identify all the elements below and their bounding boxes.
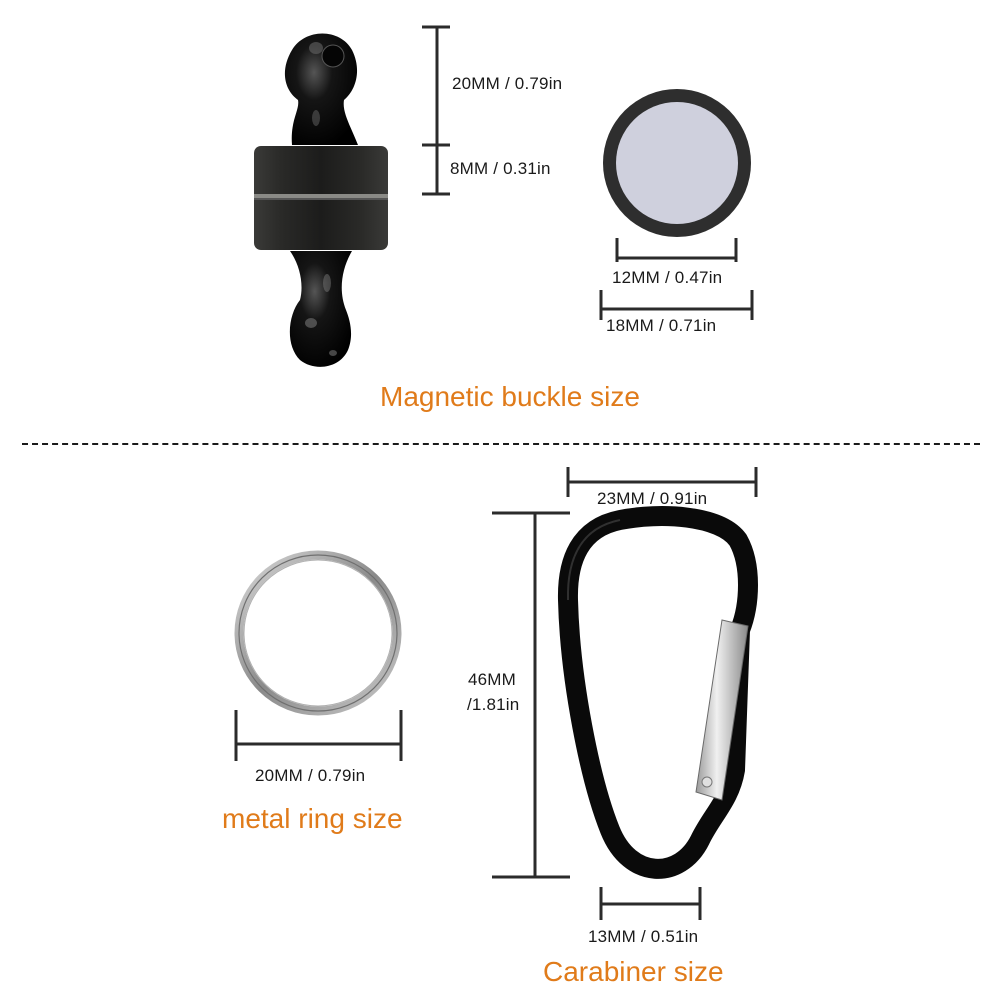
magnetic-buckle-face-image [603, 89, 751, 237]
carabiner-title: Carabiner size [543, 956, 724, 987]
carabiner-height-label-line2: /1.81in [467, 695, 520, 714]
ring-diameter-dimension [234, 710, 403, 761]
buckle-inner-diameter-label: 12MM / 0.47in [612, 268, 723, 287]
carabiner-dimensions [492, 467, 758, 920]
section-divider [22, 443, 980, 445]
carabiner-image [557, 506, 758, 879]
buckle-ball-height-label: 20MM / 0.79in [452, 74, 563, 93]
carabiner-gate-width-label: 13MM / 0.51in [588, 927, 699, 946]
magnetic-buckle-title: Magnetic buckle size [380, 381, 640, 412]
ring-diameter-label: 20MM / 0.79in [255, 766, 366, 785]
metal-ring-image [234, 550, 402, 716]
buckle-height-dimension [422, 25, 450, 196]
buckle-body-height-label: 8MM / 0.31in [450, 159, 551, 178]
carabiner-height-label-line1: 46MM [468, 670, 517, 689]
carabiner-width-label: 23MM / 0.91in [597, 489, 708, 508]
metal-ring-title: metal ring size [222, 803, 403, 834]
buckle-diameter-dimensions [599, 238, 754, 320]
magnetic-buckle-side-image [254, 33, 388, 367]
buckle-outer-diameter-label: 18MM / 0.71in [606, 316, 717, 335]
